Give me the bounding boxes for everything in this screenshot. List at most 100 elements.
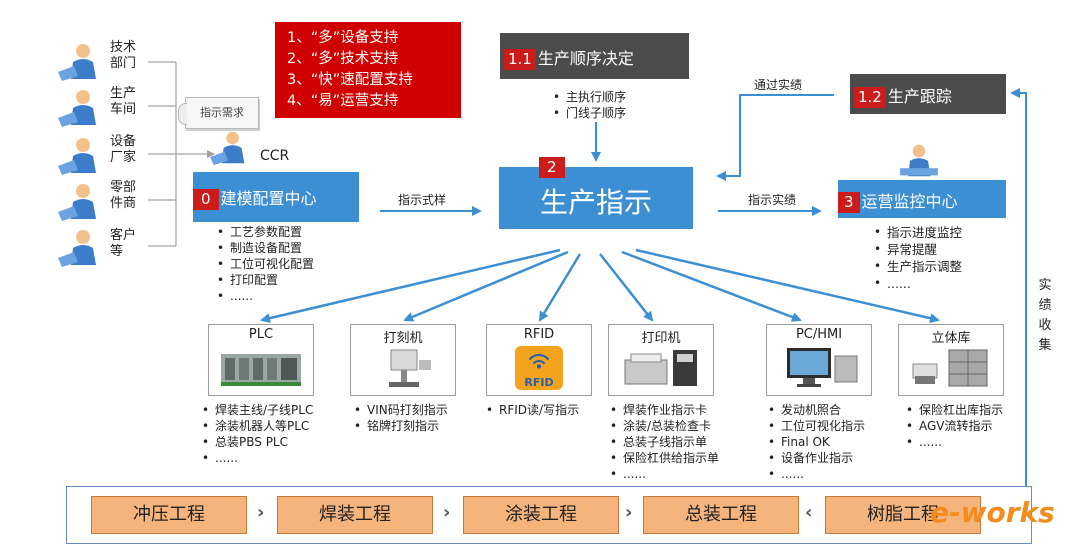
support-points-box: 1、“多”设备支持 2、“多”技术支持 3、“快”速配置支持 4、“易”运营支持 [275, 22, 461, 118]
arrow-results-collection [1000, 88, 1027, 513]
device-pc-hmi: PC/HMI [766, 324, 872, 396]
device-engraver: 打刻机 [350, 324, 456, 396]
list-item: 发动机照合 [768, 402, 865, 418]
process-welding: 焊装工程 [277, 496, 433, 534]
device-title: RFID [523, 327, 555, 342]
device-rfid: RFID RFID [486, 324, 592, 396]
engraver-icon [389, 349, 431, 387]
list-item: ...... [217, 288, 314, 304]
support-point: 3、“快”速配置支持 [287, 72, 413, 88]
device-title: 立体库 [931, 331, 971, 346]
person-icon [58, 184, 96, 221]
monitor-icon [787, 348, 858, 387]
person-icon [58, 230, 96, 267]
list-item: ...... [768, 466, 865, 482]
list-item: ...... [874, 275, 962, 292]
engraver-bullets: VIN码打刻指示 铭牌打刻指示 [354, 402, 448, 434]
edge-label-instruction-results: 指示实绩 [748, 193, 797, 207]
support-point: 2、“多”技术支持 [287, 51, 399, 67]
list-item: 总装PBS PLC [202, 434, 313, 450]
rfid-icon: RFID [515, 346, 563, 390]
stakeholder-workshop: 生产车间 [110, 86, 137, 117]
person-icon [58, 44, 96, 81]
plc-icon [221, 354, 301, 386]
node-label: 生产顺序决定 [537, 49, 634, 68]
monitor-bullets: 指示进度监控 异常提醒 生产指示调整 ...... [874, 224, 962, 292]
device-warehouse: 立体库 [898, 324, 1004, 396]
list-item: RFID读/写指示 [486, 402, 579, 418]
person-icon [58, 138, 96, 175]
process-arrow: › [443, 502, 451, 523]
device-plc: PLC [208, 324, 314, 396]
list-item: 指示进度监控 [874, 224, 962, 241]
modeling-bullets: 工艺参数配置 制造设备配置 工位可视化配置 打印配置 ...... [217, 224, 314, 304]
support-point: 1、“多”设备支持 [287, 30, 399, 46]
support-point: 4、“易”运营支持 [287, 93, 399, 109]
ccr-label: CCR [260, 148, 290, 164]
list-item: 焊装作业指示卡 [610, 402, 719, 418]
stakeholder-tech: 技术部门 [110, 40, 137, 71]
list-item: VIN码打刻指示 [354, 402, 448, 418]
list-item: 涂装机器人等PLC [202, 418, 313, 434]
list-item: 主执行顺序 [553, 89, 626, 105]
list-item: ...... [610, 466, 719, 482]
node-number: 3 [838, 192, 860, 213]
list-item: ...... [202, 450, 313, 466]
process-assembly: 总装工程 [643, 496, 799, 534]
requirement-note: 指示需求 [178, 97, 259, 129]
stakeholder-parts: 零部件商 [110, 180, 137, 211]
eworks-logo: e-works [930, 496, 1055, 529]
process-arrow: › [257, 502, 265, 523]
list-item: 设备作业指示 [768, 450, 865, 466]
ccr-person-icon [210, 131, 245, 166]
process-stamping: 冲压工程 [91, 496, 247, 534]
process-resin: 树脂工程 [825, 496, 981, 534]
list-item: AGV流转指示 [906, 418, 1003, 434]
process-arrow: ‹ [805, 502, 813, 523]
list-item: 工位可视化配置 [217, 256, 314, 272]
list-item: 门线子顺序 [553, 105, 626, 121]
list-item: 工位可视化指示 [768, 418, 865, 434]
edge-label-results-collection: 实绩 收集 [1038, 278, 1052, 353]
fan-arrows [260, 248, 940, 324]
node-label: 建模配置中心 [220, 189, 317, 208]
list-item: 保险杠供给指示单 [610, 450, 719, 466]
list-item: 保险杠出库指示 [906, 402, 1003, 418]
device-title: 打印机 [641, 331, 681, 346]
list-item: 异常提醒 [874, 241, 962, 258]
list-item: ...... [906, 434, 1003, 450]
node-number: 1.2 [854, 87, 886, 108]
rfid-tag-text: RFID [524, 376, 554, 389]
process-arrow: › [625, 502, 633, 523]
pc-hmi-bullets: 发动机照合 工位可视化指示 Final OK 设备作业指示 ...... [768, 402, 865, 482]
list-item: 生产指示调整 [874, 258, 962, 275]
list-item: 涂装/总装检查卡 [610, 418, 719, 434]
stakeholder-vendor: 设备厂家 [110, 134, 137, 165]
plc-bullets: 焊装主线/子线PLC 涂装机器人等PLC 总装PBS PLC ...... [202, 402, 313, 466]
list-item: 总装子线指示单 [610, 434, 719, 450]
process-painting: 涂装工程 [463, 496, 619, 534]
arrow-tracking-to-instruction [716, 94, 834, 181]
device-title: PC/HMI [795, 327, 843, 342]
stakeholder-customer: 客户等 [110, 228, 137, 259]
node-label: 生产跟踪 [887, 87, 952, 106]
device-printer: 打印机 [608, 324, 714, 396]
list-item: 打印配置 [217, 272, 314, 288]
list-item: 铭牌打刻指示 [354, 418, 448, 434]
list-item: Final OK [768, 434, 865, 450]
node-label: 生产指示 [539, 186, 652, 219]
warehouse-icon [912, 349, 988, 387]
node-number: 1.1 [504, 49, 536, 70]
node-number: 0 [193, 189, 219, 210]
operator-person-icon [900, 144, 938, 177]
list-item: 工艺参数配置 [217, 224, 314, 240]
stakeholder-bracket [148, 61, 215, 247]
node-production-instruction: 2 生产指示 [499, 157, 693, 229]
list-item: 制造设备配置 [217, 240, 314, 256]
wireless-icon [528, 354, 550, 369]
process-flow: 冲压工程 › 焊装工程 › 涂装工程 › 总装工程 ‹ 树脂工程 [66, 486, 1032, 544]
